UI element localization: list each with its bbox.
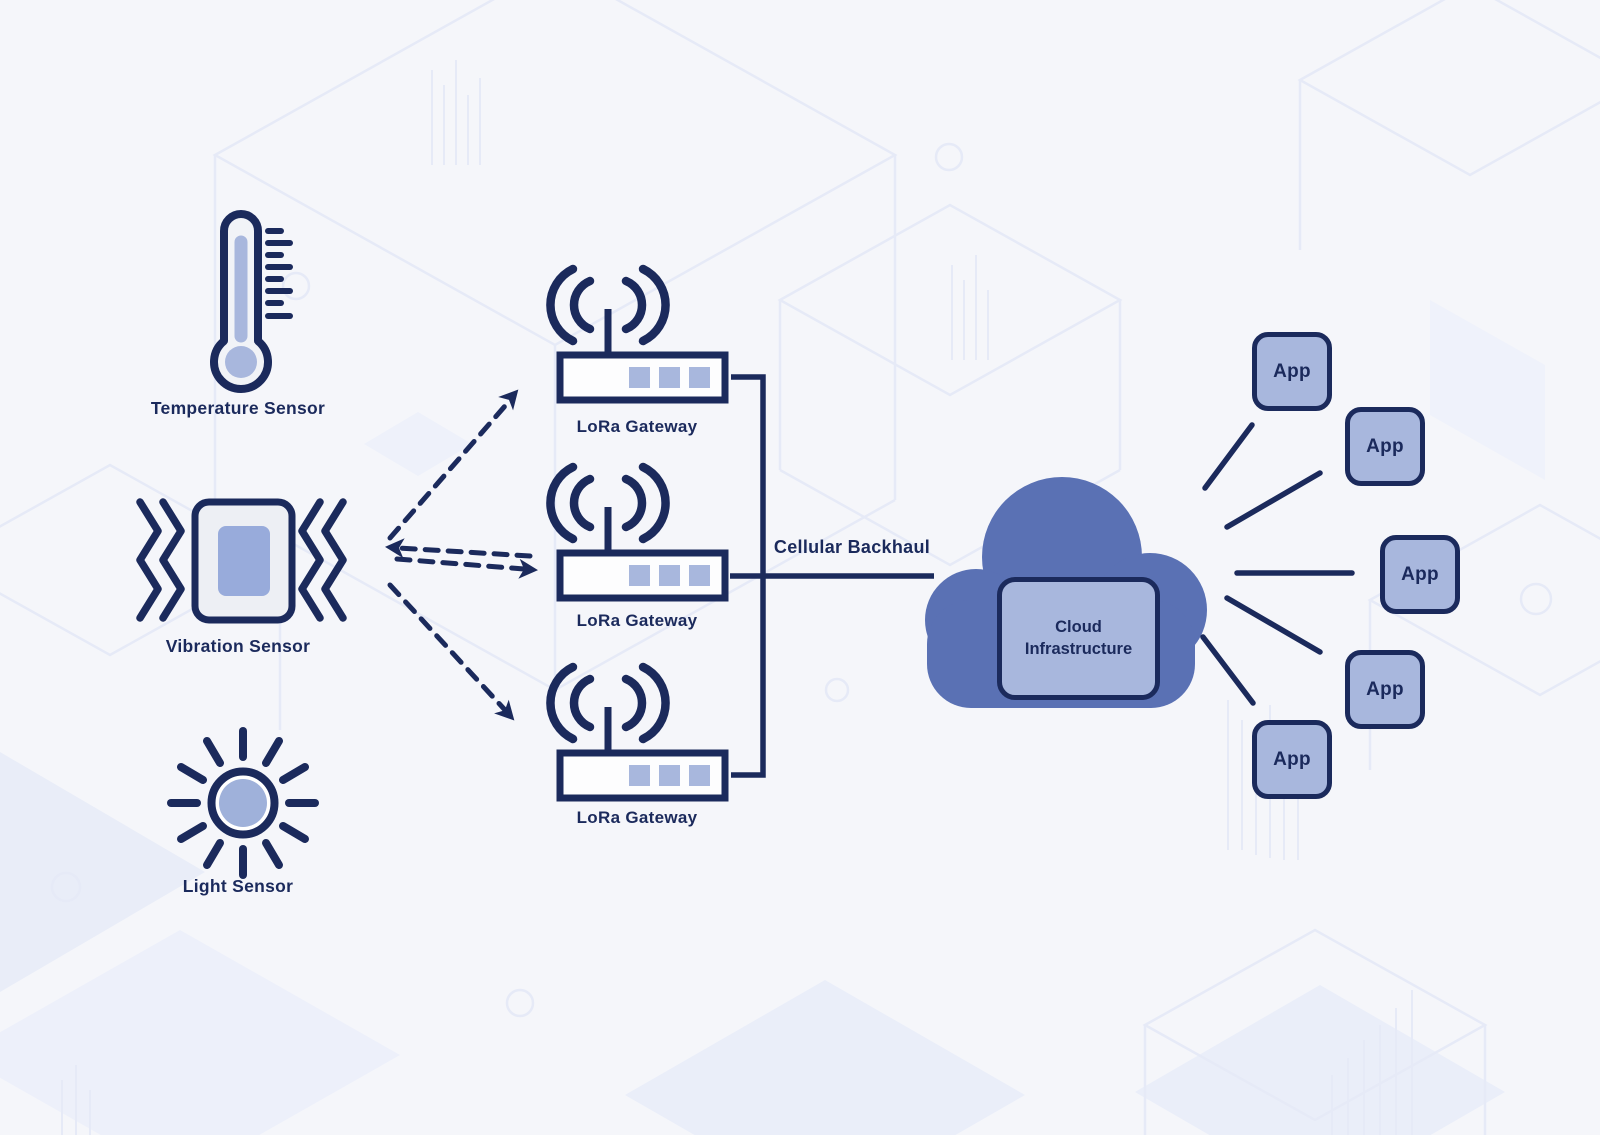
app-box: App <box>1345 407 1425 486</box>
app-box: App <box>1252 332 1332 411</box>
cloud-infrastructure-box: Cloud Infrastructure <box>997 577 1160 700</box>
cloud-infrastructure-label: Cloud Infrastructure <box>1024 618 1133 658</box>
sun-icon <box>167 727 319 879</box>
app-box: App <box>1345 650 1425 729</box>
vibration-sensor-label: Vibration Sensor <box>165 636 311 656</box>
lora-gateway-label-1: LoRa Gateway <box>576 417 698 436</box>
lora-gateway-label-3: LoRa Gateway <box>576 808 698 827</box>
uplink-arrow-bottom <box>387 582 508 713</box>
lora-gateway-icon <box>550 467 725 598</box>
app-box: App <box>1380 535 1460 614</box>
uplink-arrow-middle <box>394 556 527 572</box>
app-connector-line <box>1224 470 1323 530</box>
temperature-sensor-label: Temperature Sensor <box>150 398 326 418</box>
app-label: App <box>1273 360 1311 382</box>
cellular-backhaul-label: Cellular Backhaul <box>773 537 931 557</box>
lora-gateway-icon <box>550 667 725 798</box>
app-box: App <box>1252 720 1332 799</box>
arrowheads <box>385 389 538 721</box>
vibration-icon <box>136 498 347 624</box>
thermometer-icon <box>210 210 293 393</box>
lora-gateway-label-2: LoRa Gateway <box>576 611 698 630</box>
app-label: App <box>1401 563 1439 585</box>
app-connector-lines <box>1200 422 1355 706</box>
app-connector-line <box>1200 634 1256 706</box>
app-connector-line <box>1224 595 1323 655</box>
radio-link-arrows <box>387 403 533 713</box>
downlink-arrow-middle <box>396 545 533 559</box>
lora-gateway-icon <box>550 269 725 400</box>
uplink-arrow-top <box>387 403 508 541</box>
app-label: App <box>1273 748 1311 770</box>
app-label: App <box>1366 435 1404 457</box>
light-sensor-label: Light Sensor <box>182 876 294 896</box>
app-connector-line <box>1202 422 1255 491</box>
app-label: App <box>1366 678 1404 700</box>
